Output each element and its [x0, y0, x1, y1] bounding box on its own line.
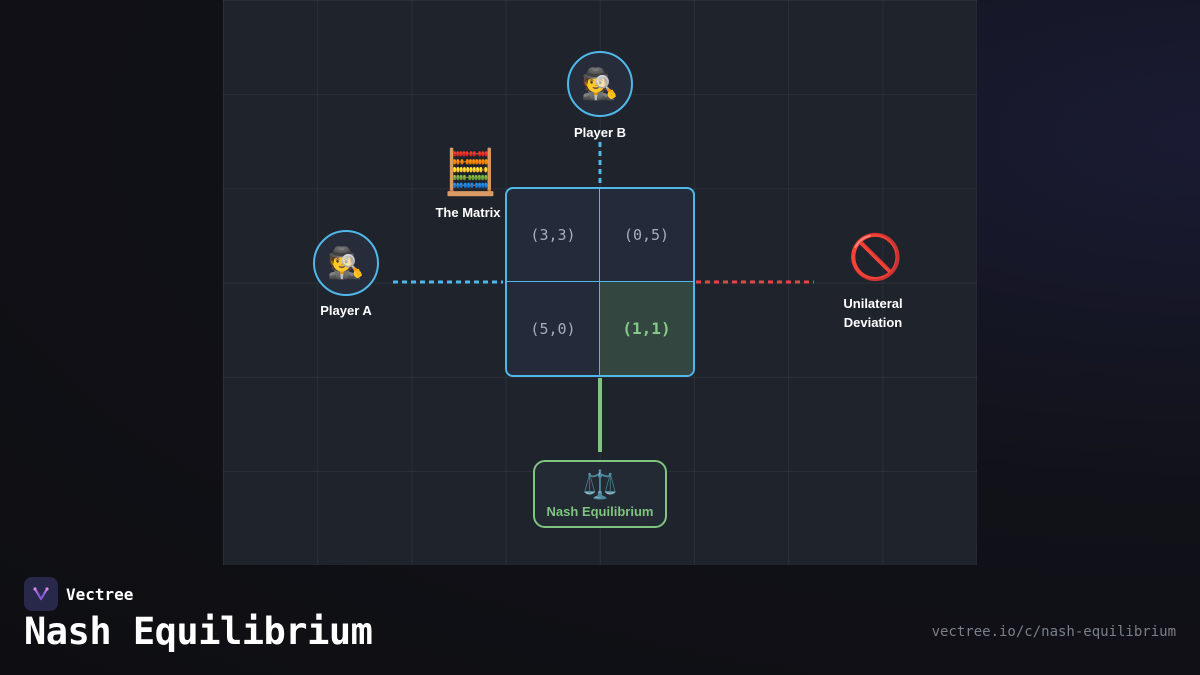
nash-equilibrium-label: Nash Equilibrium	[546, 503, 654, 519]
deviation-label-line1: Unilateral	[843, 296, 903, 311]
prohibited-icon: 🚫	[848, 233, 903, 282]
deviation-label-line2: Deviation	[843, 315, 903, 330]
balance-scale-icon: ⚖️	[582, 468, 618, 500]
player-a-label: Player A	[320, 303, 372, 318]
page-url[interactable]: vectree.io/c/nash-equilibrium	[931, 624, 1176, 640]
payoff-cell-defect-cooperate: (5,0)	[507, 282, 600, 375]
matrix-label: The Matrix	[435, 205, 501, 220]
detective-icon: 🕵️	[581, 67, 619, 101]
nash-equilibrium-node: ⚖️ Nash Equilibrium	[533, 460, 667, 528]
detective-icon: 🕵️	[327, 246, 365, 280]
page-title: Nash Equilibrium	[24, 610, 373, 653]
player-b-label: Player B	[573, 125, 627, 140]
abacus-icon: 🧮	[443, 148, 498, 197]
brand: Vectree	[24, 577, 133, 611]
brand-name: Vectree	[66, 584, 134, 604]
player-a-node: 🕵️	[313, 230, 379, 296]
payoff-matrix: (3,3) (0,5) (5,0) (1,1)	[505, 187, 695, 377]
payoff-cell-defect-defect: (1,1)	[600, 282, 693, 375]
payoff-cell-cooperate-defect: (0,5)	[600, 189, 693, 282]
deviation-label: Unilateral Deviation	[803, 294, 943, 332]
player-b-node: 🕵️	[567, 51, 633, 117]
payoff-cell-cooperate-cooperate: (3,3)	[507, 189, 600, 282]
vectree-logo-icon	[24, 577, 58, 611]
